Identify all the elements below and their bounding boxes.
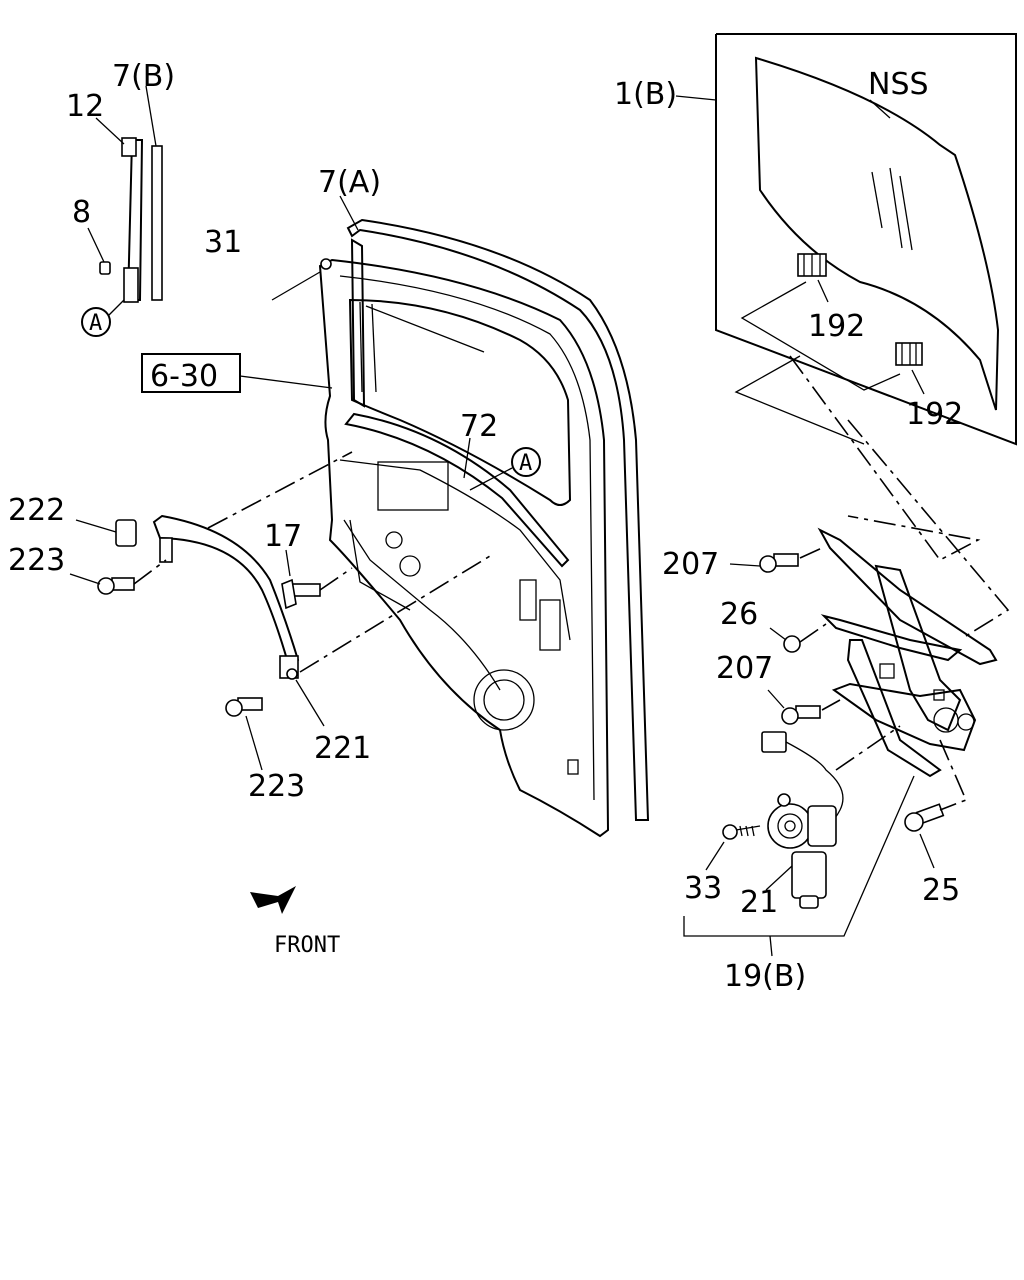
run-channel-7b xyxy=(95,85,163,303)
label-207-bottom: 207 xyxy=(716,651,773,686)
label-31: 31 xyxy=(204,225,242,260)
glass-clip-192-left xyxy=(797,253,829,303)
bolt-207-bottom xyxy=(767,689,821,725)
label-nss: NSS xyxy=(868,67,929,102)
label-33: 33 xyxy=(684,871,722,906)
marker-a-1 xyxy=(81,307,111,337)
ref-box-6-30 xyxy=(141,353,241,393)
front-arrow-icon xyxy=(250,886,296,914)
sash-trim xyxy=(152,514,300,679)
label-17: 17 xyxy=(264,519,302,554)
screw-33 xyxy=(705,824,761,871)
leader-25 xyxy=(939,739,968,811)
bolt-207-top xyxy=(729,553,799,573)
weatherstrip-7a xyxy=(339,195,650,821)
washer-221 xyxy=(286,668,298,680)
clip-guide-line xyxy=(740,281,901,391)
leader-207-top xyxy=(799,547,823,559)
label-26: 26 xyxy=(720,597,758,632)
clip-8 xyxy=(87,227,111,275)
label-6-30: 6-30 xyxy=(150,359,218,394)
leader-72 xyxy=(463,437,471,479)
nut-26 xyxy=(769,627,801,653)
leader-221 xyxy=(295,679,325,727)
door-glass xyxy=(754,56,1000,411)
bolt-17 xyxy=(281,549,321,610)
label-207-top: 207 xyxy=(662,547,719,582)
door-panel xyxy=(318,258,610,838)
leader-glass-regulator-2 xyxy=(847,419,1010,637)
leader-223 xyxy=(133,559,167,585)
leader-a-1 xyxy=(107,299,125,317)
leader-trim-door xyxy=(207,451,353,529)
bolt-223-top xyxy=(69,573,135,595)
bolt-223-bottom xyxy=(225,697,263,771)
label-223-top: 223 xyxy=(8,543,65,578)
bolt-25 xyxy=(904,803,945,869)
label-72: 72 xyxy=(460,409,498,444)
label-7b: 7(B) xyxy=(112,59,175,94)
label-12: 12 xyxy=(66,89,104,124)
label-192-left: 192 xyxy=(808,309,865,344)
label-223-bottom: 223 xyxy=(248,769,305,804)
label-25: 25 xyxy=(922,873,960,908)
window-regulator xyxy=(817,527,998,778)
label-a-1: A xyxy=(89,311,102,336)
leader-31 xyxy=(271,271,321,301)
leader-a-2 xyxy=(469,467,513,491)
leader-207-bottom xyxy=(821,699,841,711)
label-a-2: A xyxy=(519,451,532,476)
leader-motor xyxy=(835,725,901,771)
belt-trim-72 xyxy=(344,412,570,568)
label-222: 222 xyxy=(8,493,65,528)
leader-17 xyxy=(319,567,353,591)
leader-26 xyxy=(799,623,827,643)
bracket-19b xyxy=(683,775,915,937)
motor-21 xyxy=(765,793,837,909)
glass-frame-box xyxy=(675,33,1017,446)
label-7a: 7(A) xyxy=(318,165,381,200)
label-221: 221 xyxy=(314,731,371,766)
label-1b: 1(B) xyxy=(614,77,677,112)
label-8: 8 xyxy=(72,195,91,230)
label-21: 21 xyxy=(740,885,778,920)
label-front: FRONT xyxy=(274,933,340,958)
marker-a-2 xyxy=(511,447,541,477)
clip-guide-line-2 xyxy=(734,355,865,445)
leader-6-30 xyxy=(239,375,333,389)
label-192-right: 192 xyxy=(906,397,963,432)
label-19b: 19(B) xyxy=(724,959,806,994)
glass-clip-192-right xyxy=(895,342,925,395)
leader-glass-regulator xyxy=(789,355,981,562)
cap-222 xyxy=(75,519,137,547)
leader-19b xyxy=(769,935,773,957)
